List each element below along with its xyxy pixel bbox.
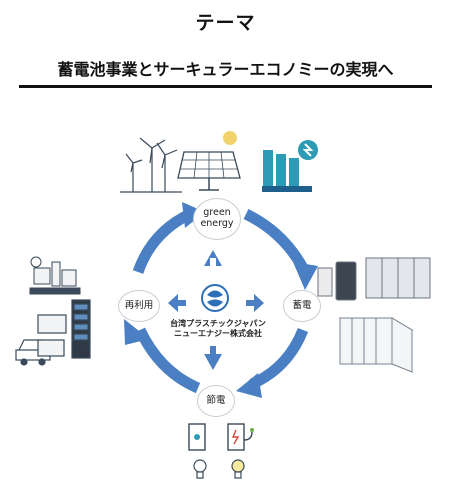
wind-turbine-icon (120, 137, 182, 193)
company-name-line2: ニューエナジー株式会社 (174, 329, 262, 339)
container-storage-icon (338, 317, 414, 373)
node-power-saving-label: 節電 (206, 394, 226, 406)
company-logo-icon (201, 284, 229, 312)
light-bulb-icon (193, 459, 245, 479)
inner-arrow-left (168, 294, 186, 312)
node-power-saving: 節電 (197, 385, 235, 417)
page-title: テーマ (195, 12, 256, 34)
car-battery-icon (15, 299, 91, 366)
arrowhead-saving (236, 373, 262, 398)
company-name-line1: 台湾プラスチックジャパン (170, 319, 266, 328)
node-green-energy-line1: green (203, 207, 231, 219)
inner-arrows (168, 250, 264, 370)
node-storage-label: 蓄電 (292, 299, 312, 311)
node-reuse-label: 再利用 (124, 299, 154, 311)
company-name: 台湾プラスチックジャパン ニューエナジー株式会社 (163, 319, 273, 340)
inner-arrow-right (246, 294, 264, 312)
inner-arrow-up (204, 250, 222, 266)
arrowhead-reuse (124, 319, 149, 345)
arrowhead-storage (293, 262, 318, 290)
charging-station-icon (188, 423, 254, 451)
solar-panel-icon (177, 131, 241, 191)
node-storage: 蓄電 (283, 290, 321, 322)
page-subtitle: 蓄電池事業とサーキュラーエコノミーの実現へ (57, 60, 394, 79)
recycling-plant-icon (29, 256, 81, 295)
node-green-energy-line2: energy (200, 218, 234, 229)
arrow-green-to-storage (243, 209, 308, 271)
title-underline (19, 85, 432, 88)
battery-storage-icon (262, 140, 318, 192)
node-reuse: 再利用 (118, 290, 160, 322)
arrow-reuse-to-green (132, 209, 193, 274)
node-green-energy: green energy (193, 198, 241, 240)
inner-arrow-down (204, 346, 222, 370)
battery-cabinet-icon (317, 257, 431, 301)
